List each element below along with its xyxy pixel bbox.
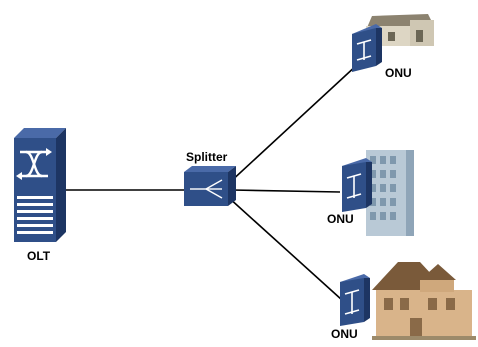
onu-icon	[340, 274, 370, 326]
onu-label-1: ONU	[385, 66, 412, 80]
splitter-icon	[184, 166, 236, 206]
link-splitter-onu1	[227, 63, 359, 185]
links	[62, 63, 359, 301]
office-building-icon	[366, 150, 414, 236]
olt-label: OLT	[27, 249, 51, 263]
onu-icon	[352, 24, 382, 72]
onu-icon	[342, 158, 372, 212]
cottage-icon	[366, 14, 434, 46]
splitter-label: Splitter	[186, 150, 228, 164]
olt-switch-icon	[14, 128, 66, 242]
link-splitter-onu2	[231, 189, 341, 193]
house-icon	[372, 262, 476, 340]
onu-label-3: ONU	[331, 327, 358, 341]
link-splitter-onu3	[227, 196, 343, 301]
onu-label-2: ONU	[327, 212, 354, 226]
